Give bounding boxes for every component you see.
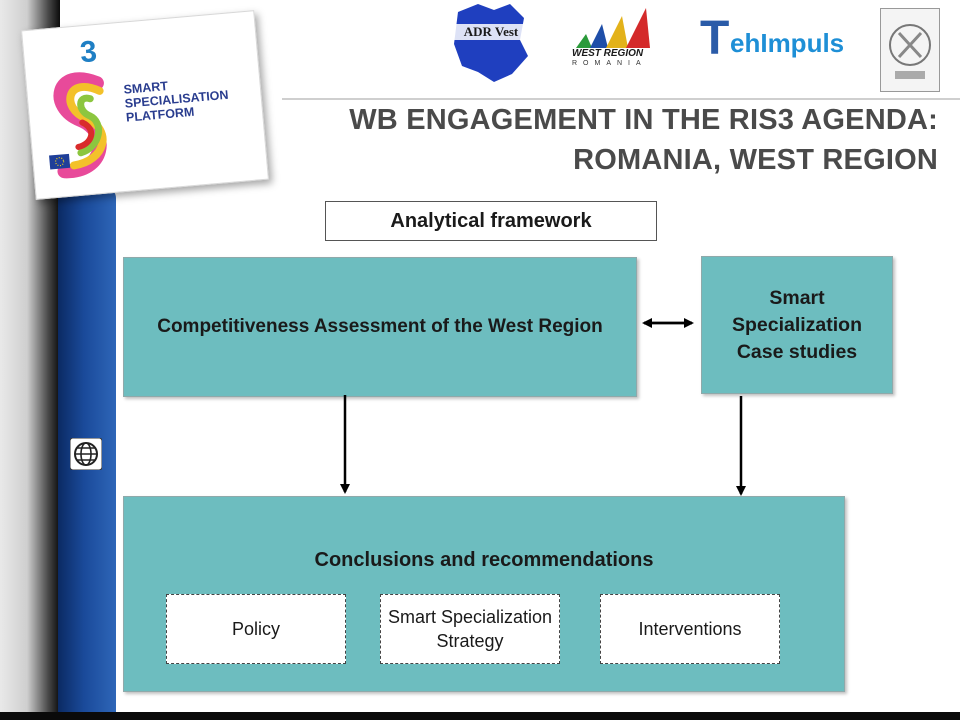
competitiveness-assessment-box: Competitiveness Assessment of the West R… (123, 257, 637, 397)
interventions-box: Interventions (600, 594, 780, 664)
ssp-s-mark-icon (49, 72, 107, 179)
smart-specialisation-platform-logo: 3 SMART SPECIALISATION PLATFORM (21, 10, 269, 200)
west-region-bars-icon (576, 8, 650, 48)
page-title-line2: ROMANIA, WEST REGION (573, 144, 938, 176)
university-emblem (880, 8, 940, 92)
analytical-framework-label: Analytical framework (325, 201, 657, 241)
strategy-box: Smart Specialization Strategy (380, 594, 560, 664)
case-studies-label: Smart Specialization Case studies (731, 286, 863, 363)
globe-icon (70, 438, 102, 470)
adr-vest-text: ADR Vest (463, 24, 519, 39)
bottom-bar (0, 712, 960, 720)
west-region-text: WEST REGION (572, 48, 644, 59)
west-region-logo: WEST REGION ROMANIA (566, 8, 662, 70)
policy-box: Policy (166, 594, 346, 664)
tehimpuls-t-letter: T (700, 12, 730, 65)
west-region-country: ROMANIA (572, 60, 647, 67)
tehimpuls-logo: T ehImpuls (700, 12, 870, 68)
header-divider (282, 98, 960, 100)
conclusions-box: Conclusions and recommendations Policy S… (123, 496, 845, 692)
adr-map-icon (454, 4, 528, 82)
page-title-line1: WB ENGAGEMENT IN THE RIS3 AGENDA: (349, 104, 938, 136)
competitiveness-assessment-label: Competitiveness Assessment of the West R… (157, 316, 603, 337)
adr-vest-logo: ADR Vest (448, 0, 532, 84)
conclusions-label: Conclusions and recommendations (314, 549, 654, 571)
case-studies-box: Smart Specialization Case studies (701, 256, 893, 394)
emblem-seal-icon (889, 24, 931, 79)
tehimpuls-text: ehImpuls (730, 28, 845, 58)
